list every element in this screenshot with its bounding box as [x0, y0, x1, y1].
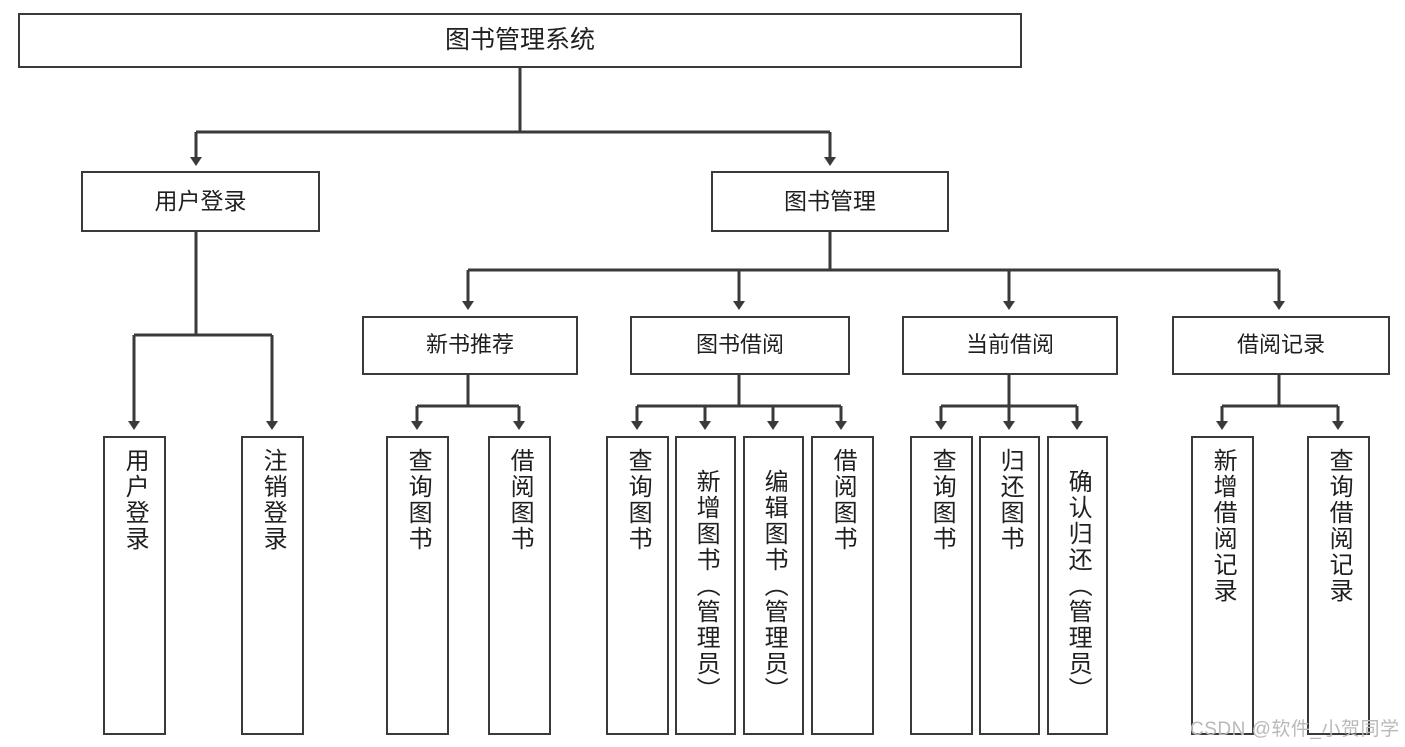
node-user-login[interactable]: 用户登录 [81, 171, 320, 232]
node-leaf-logout-login[interactable]: 注销登录 [241, 436, 304, 735]
node-leaf-borrow-book-2[interactable]: 借阅图书 [811, 436, 874, 735]
node-leaf-query-book-2[interactable]: 查询图书 [606, 436, 669, 735]
node-leaf-logout-login-label: 注销登录 [259, 448, 287, 552]
node-leaf-user-login[interactable]: 用户登录 [103, 436, 166, 735]
node-leaf-edit-book[interactable]: 编辑图书（管理员） [743, 436, 804, 735]
node-leaf-query-record-label: 查询借阅记录 [1325, 448, 1353, 604]
node-leaf-query-book-2-label: 查询图书 [624, 448, 652, 552]
node-leaf-query-record[interactable]: 查询借阅记录 [1307, 436, 1370, 735]
node-leaf-confirm-return-label: 确认归还（管理员） [1064, 468, 1092, 703]
node-leaf-add-book[interactable]: 新增图书（管理员） [675, 436, 736, 735]
node-leaf-confirm-return[interactable]: 确认归还（管理员） [1047, 436, 1108, 735]
node-new-book-recommend-label: 新书推荐 [425, 332, 514, 358]
node-new-book-recommend[interactable]: 新书推荐 [362, 316, 578, 375]
node-leaf-return-book[interactable]: 归还图书 [979, 436, 1040, 735]
node-book-management-label: 图书管理 [784, 188, 876, 215]
node-leaf-add-record[interactable]: 新增借阅记录 [1191, 436, 1254, 735]
node-leaf-query-book-1-label: 查询图书 [404, 448, 432, 552]
node-leaf-query-book-3[interactable]: 查询图书 [910, 436, 973, 735]
node-leaf-query-book-3-label: 查询图书 [928, 448, 956, 552]
node-current-borrow-label: 当前借阅 [965, 332, 1054, 358]
node-leaf-edit-book-label: 编辑图书（管理员） [760, 468, 788, 703]
node-leaf-user-login-label: 用户登录 [121, 448, 149, 552]
node-user-login-label: 用户登录 [154, 188, 247, 215]
node-leaf-add-book-label: 新增图书（管理员） [692, 468, 720, 703]
node-root[interactable]: 图书管理系统 [18, 13, 1022, 68]
node-book-management[interactable]: 图书管理 [711, 171, 949, 232]
node-leaf-borrow-book-1[interactable]: 借阅图书 [488, 436, 551, 735]
node-leaf-borrow-book-1-label: 借阅图书 [506, 448, 534, 552]
csdn-watermark: CSDN @软件_小贺同学 [1190, 719, 1400, 740]
node-current-borrow[interactable]: 当前借阅 [902, 316, 1118, 375]
node-root-label: 图书管理系统 [444, 26, 595, 55]
node-borrow-record[interactable]: 借阅记录 [1172, 316, 1390, 375]
node-book-borrow[interactable]: 图书借阅 [630, 316, 850, 375]
node-leaf-borrow-book-2-label: 借阅图书 [829, 448, 857, 552]
node-book-borrow-label: 图书借阅 [695, 332, 784, 358]
node-borrow-record-label: 借阅记录 [1236, 332, 1325, 358]
node-leaf-return-book-label: 归还图书 [996, 448, 1024, 552]
node-leaf-query-book-1[interactable]: 查询图书 [386, 436, 449, 735]
node-leaf-add-record-label: 新增借阅记录 [1209, 448, 1237, 604]
